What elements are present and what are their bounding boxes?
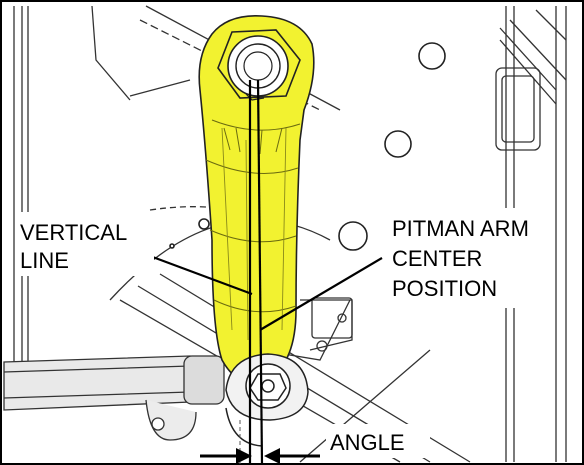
label-pitman-arm-1: PITMAN ARM	[392, 216, 529, 241]
angle-arrows	[200, 448, 320, 464]
ball-joint	[225, 353, 309, 447]
label-vertical-line-2: LINE	[20, 248, 69, 273]
pitman-arm	[198, 15, 315, 385]
label-angle-text: ANGLE	[330, 430, 405, 455]
reference-lines	[248, 79, 264, 465]
angle-arrow-right-icon	[264, 448, 280, 464]
mounting-holes	[169, 42, 446, 251]
hole-top	[418, 42, 446, 70]
label-pitman-arm: PITMAN ARM CENTER POSITION	[388, 208, 540, 308]
leader-lines	[149, 254, 383, 331]
label-pitman-arm-3: POSITION	[392, 276, 497, 301]
small-hole	[198, 218, 210, 230]
label-vertical-line-1: VERTICAL	[20, 220, 127, 245]
pitman-arm-center-line	[256, 79, 264, 465]
drag-link	[3, 355, 225, 441]
vertical-line-leader	[149, 254, 253, 296]
label-pitman-arm-2: CENTER	[392, 246, 482, 271]
hole-middle	[384, 130, 412, 158]
label-vertical-line: VERTICAL LINE	[16, 212, 154, 276]
angle-arrow-left-icon	[236, 448, 252, 464]
label-angle: ANGLE	[326, 424, 430, 458]
pitman-arm-leader	[259, 257, 383, 331]
arm-body	[198, 15, 315, 385]
hole-lower	[338, 221, 368, 251]
